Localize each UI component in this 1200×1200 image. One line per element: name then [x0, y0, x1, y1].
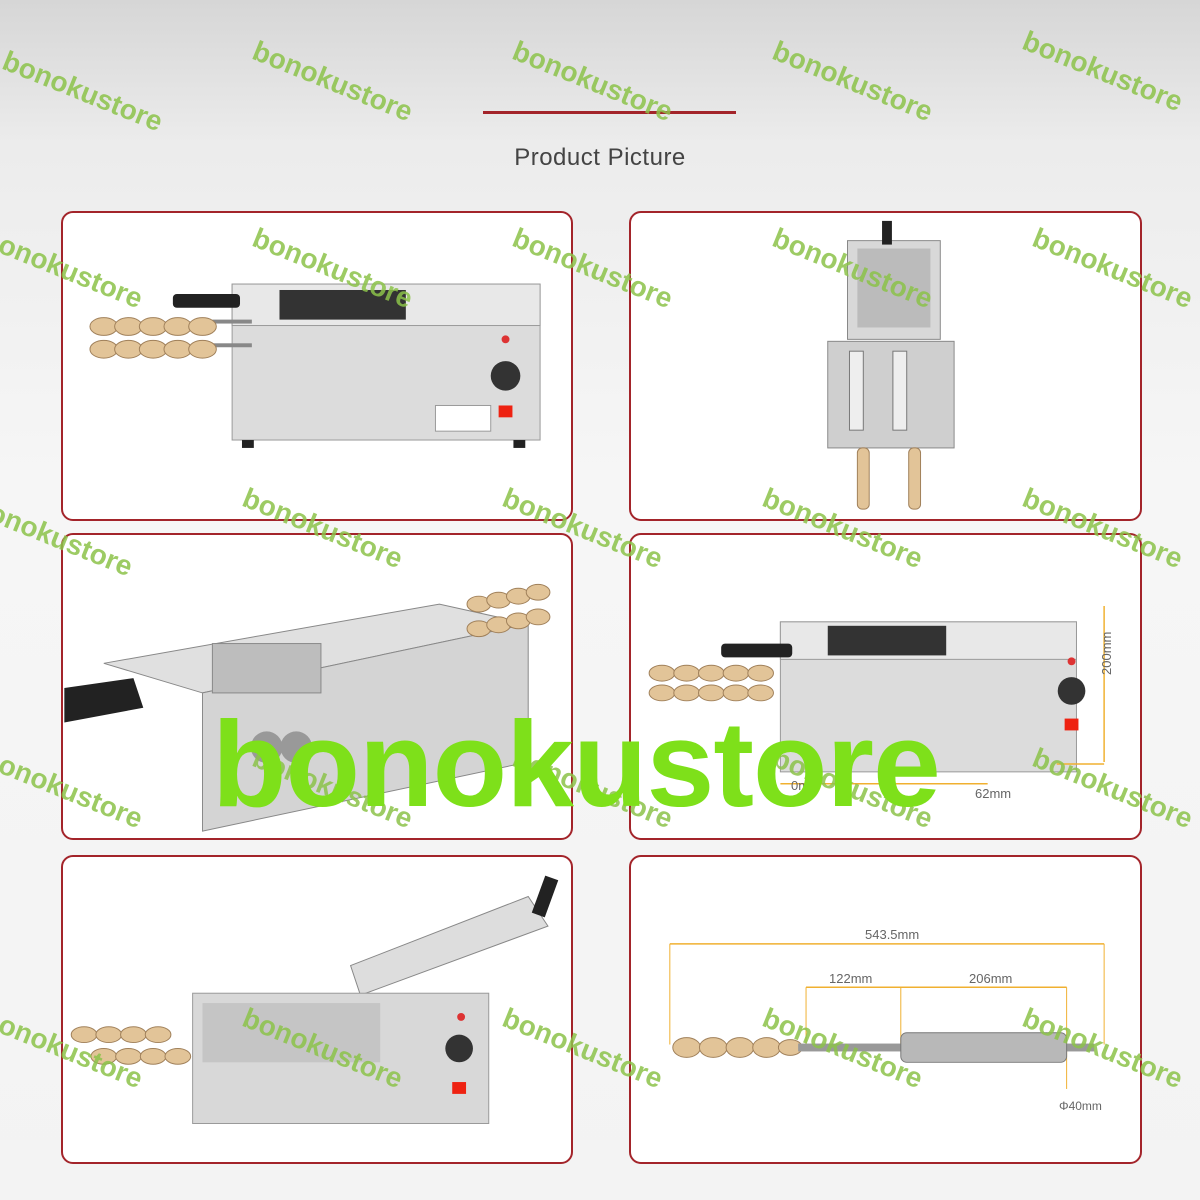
oven-side-illustration	[70, 875, 559, 1124]
watermark-text: bonokustore	[768, 35, 938, 128]
product-photo-dimensions: 200mm 0mm 62mm	[629, 533, 1142, 840]
stick-total-label: 543.5mm	[865, 927, 920, 942]
large-watermark: bonokustore	[212, 696, 941, 832]
header-divider	[483, 111, 736, 114]
page-title: Product Picture	[514, 144, 686, 171]
dimension-height-label: 200mm	[1099, 631, 1114, 675]
stick-dimension-illustration	[669, 943, 1105, 1089]
watermark-text: bonokustore	[1018, 25, 1188, 118]
product-photo-front	[61, 211, 573, 521]
stick-handle-label: 122mm	[829, 971, 873, 986]
stick-diameter-label: Φ40mm	[1059, 1099, 1102, 1113]
dimension-width-left-label: 0mm	[791, 778, 820, 793]
watermark-text: bonokustore	[0, 45, 168, 138]
product-photo-top	[629, 211, 1142, 521]
oven-dimensions-illustration	[648, 606, 1105, 785]
watermark-text: bonokustore	[508, 35, 678, 128]
dimension-width-right-label: 62mm	[975, 786, 1012, 801]
product-photo-open	[61, 533, 573, 840]
watermark-text: bonokustore	[248, 35, 418, 128]
oven-front-illustration	[89, 283, 541, 448]
product-photo-side	[61, 855, 573, 1164]
oven-open-illustration	[64, 583, 551, 832]
stick-roller-label: 206mm	[969, 971, 1013, 986]
oven-top-illustration	[827, 220, 955, 510]
product-photo-stick: 543.5mm 122mm 206mm Φ40mm	[629, 855, 1142, 1164]
